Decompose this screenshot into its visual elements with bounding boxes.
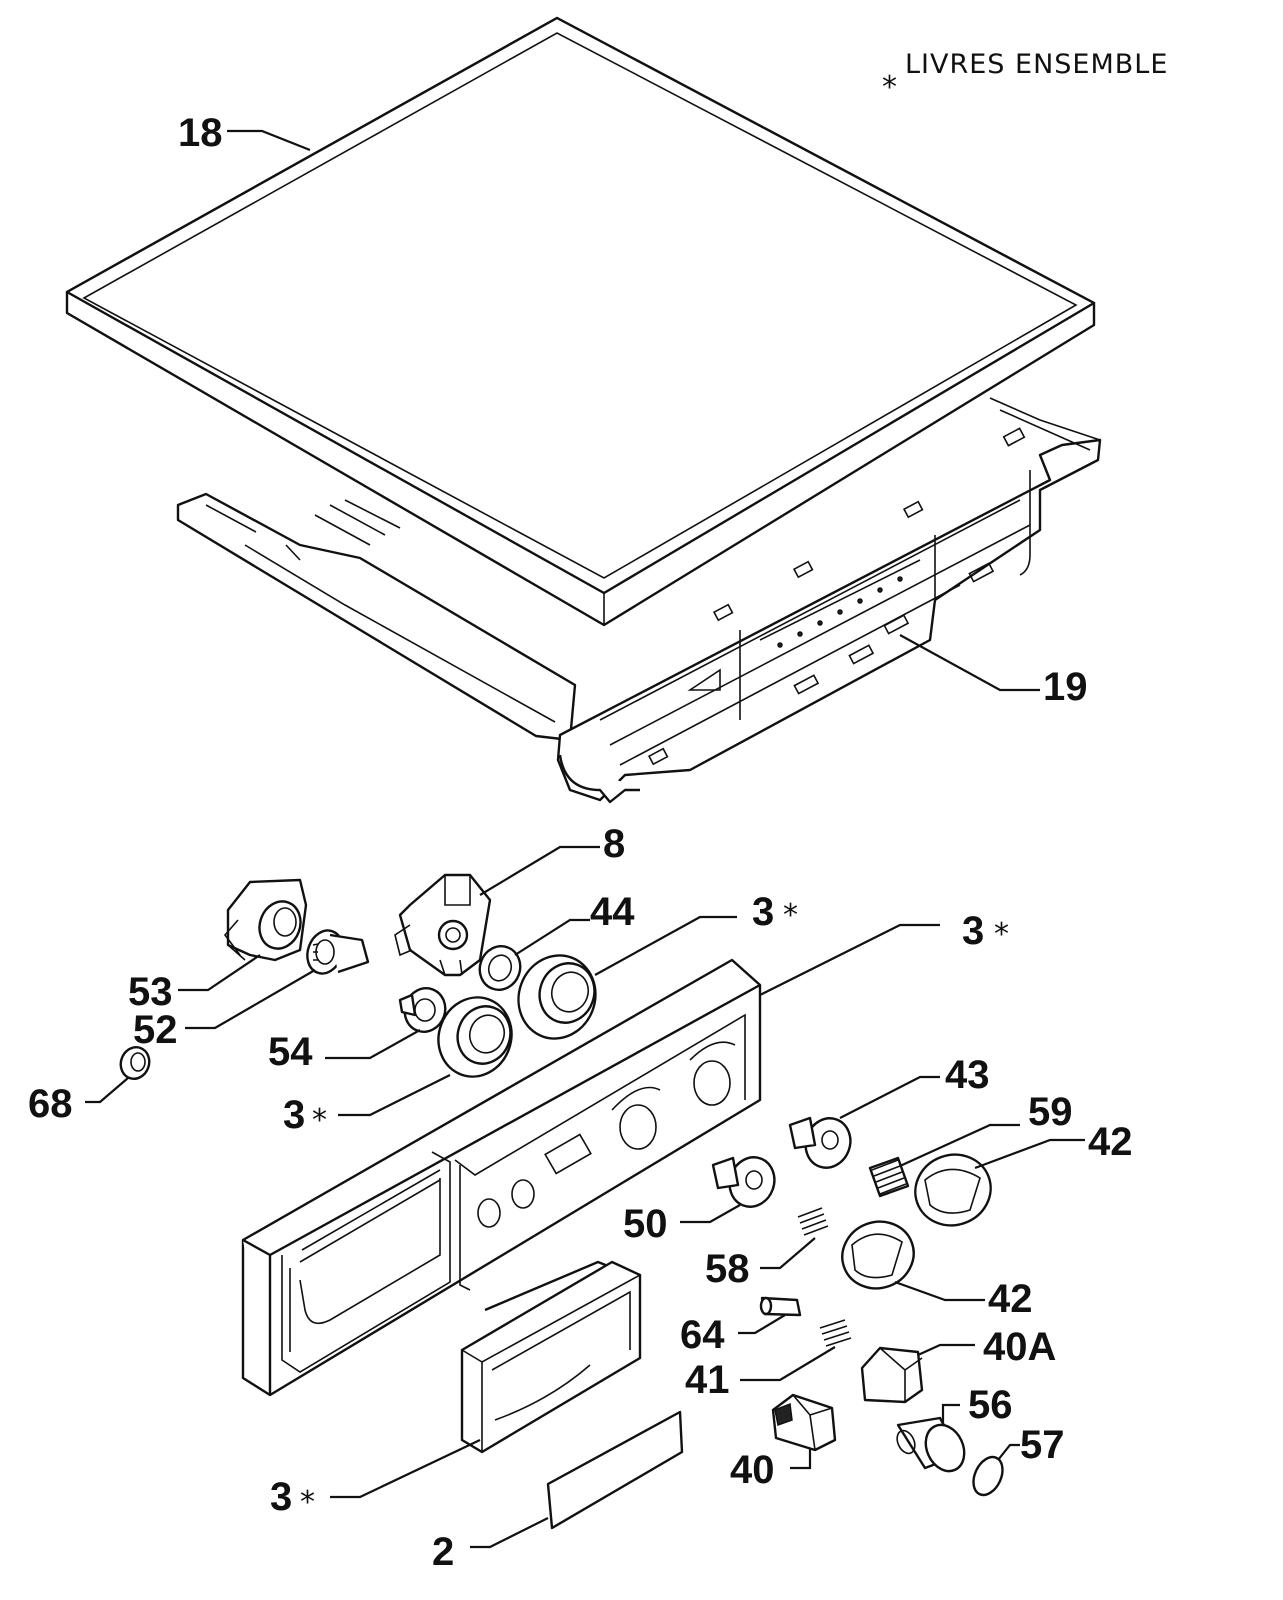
leader-53: [178, 954, 261, 992]
pin-part-64: [759, 1296, 802, 1317]
spring-part-41: [819, 1319, 852, 1347]
callout-41: 41: [685, 1358, 730, 1402]
leader-3-fascia: [759, 923, 940, 996]
drawer-front-part-3-lower: [460, 1260, 642, 1454]
legend-note: LIVRES ENSEMBLE: [905, 49, 1168, 80]
callout-42-upper: 42: [1088, 1120, 1133, 1164]
top-lid-part: [65, 16, 1096, 627]
knob-cap-part-42-upper: [914, 1153, 992, 1227]
leader-42-upper: [974, 1138, 1085, 1170]
callout-3-middle: 3: [283, 1093, 305, 1137]
shaft-part-50: [711, 1156, 776, 1208]
callout-54: 54: [268, 1030, 313, 1074]
leader-54: [325, 1029, 421, 1060]
callout-56: 56: [968, 1383, 1013, 1427]
leader-40a: [917, 1343, 975, 1357]
leader-8: [479, 845, 600, 896]
legend-asterisk: *: [882, 70, 897, 105]
knob-part-3-middle: [437, 996, 513, 1078]
callout-43: 43: [945, 1053, 990, 1097]
spring-part-59: [868, 1156, 910, 1198]
leader-43: [839, 1075, 940, 1119]
gear-part-52: [306, 929, 370, 975]
spring-part-58: [797, 1207, 829, 1236]
plunger-part-56: [896, 1416, 966, 1473]
asterisk-3-fascia: *: [994, 917, 1009, 952]
callout-53: 53: [128, 970, 173, 1014]
callout-18: 18: [178, 111, 223, 155]
leader-19: [899, 634, 1040, 692]
leader-58: [760, 1237, 816, 1270]
leader-42-lower: [894, 1280, 985, 1302]
asterisk-3-upper: *: [783, 898, 798, 933]
callout-59: 59: [1028, 1090, 1073, 1134]
callout-52: 52: [133, 1008, 178, 1052]
callout-50: 50: [623, 1202, 668, 1246]
knob-cap-part-42-lower: [841, 1220, 915, 1290]
ring-part-44: [478, 945, 522, 991]
leader-40: [790, 1448, 812, 1470]
asterisk-3-middle: *: [312, 1103, 327, 1138]
callout-58: 58: [705, 1247, 750, 1291]
leader-57: [997, 1443, 1020, 1461]
button-part-40: [771, 1393, 837, 1452]
bracket-part-53: [223, 878, 308, 962]
leader-59: [899, 1123, 1020, 1168]
console-frame-part: [176, 397, 1102, 804]
control-panel-fascia-part: [241, 958, 762, 1397]
programmer-bracket-part: [394, 873, 492, 977]
callout-57: 57: [1020, 1423, 1065, 1467]
shaft-part-43: [788, 1116, 852, 1169]
callout-2: 2: [432, 1530, 454, 1574]
callout-3-lower: 3: [270, 1475, 292, 1519]
leader-68: [85, 1077, 129, 1104]
button-part-40a: [860, 1346, 924, 1404]
callout-44: 44: [590, 890, 635, 934]
leader-50: [680, 1204, 741, 1224]
leader-3-middle: [338, 1074, 451, 1117]
leader-3-upper: [594, 915, 737, 976]
leader-3-lower: [330, 1439, 481, 1499]
callout-40: 40: [730, 1448, 775, 1492]
leader-44: [514, 918, 590, 956]
callout-19: 19: [1043, 665, 1088, 709]
cap-part-57: [972, 1455, 1004, 1497]
label-plate-part-2: [546, 1410, 684, 1530]
leader-18: [227, 129, 311, 152]
callout-3-upper: 3: [752, 890, 774, 934]
callout-3-fascia: 3: [962, 909, 984, 953]
callout-42-lower: 42: [988, 1277, 1033, 1321]
leader-64: [738, 1314, 786, 1335]
leader-41: [740, 1346, 836, 1382]
leader-52: [185, 969, 316, 1030]
callout-64: 64: [680, 1313, 725, 1357]
leader-2: [470, 1517, 549, 1549]
asterisk-3-lower: *: [300, 1485, 315, 1520]
bushing-part-68: [119, 1046, 151, 1080]
callout-8: 8: [603, 822, 625, 866]
callout-68: 68: [28, 1082, 73, 1126]
callout-40a: 40A: [983, 1325, 1056, 1369]
knob-part-3-upper: [517, 954, 597, 1040]
leader-56: [941, 1403, 960, 1425]
